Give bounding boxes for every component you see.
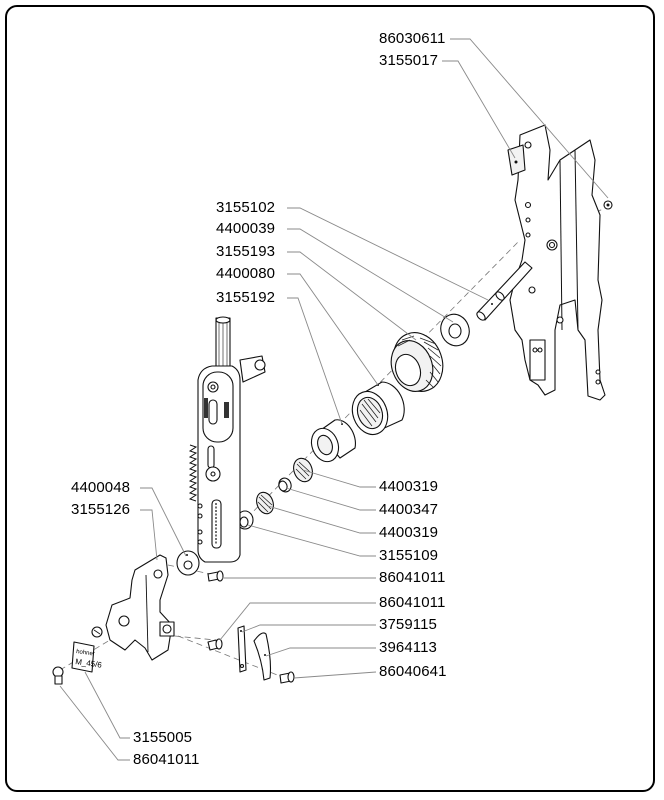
part-bearing-3155193 [390,332,444,392]
part-washer-4400048 [176,550,200,576]
label-4400048: 4400048 [71,479,131,496]
label-4400319-a: 4400319 [379,478,439,495]
label-4400039: 4400039 [216,220,276,237]
part-screw-86040641 [279,671,295,684]
label-3155192: 3155192 [216,289,276,306]
label-3759115: 3759115 [379,616,437,633]
label-4400080: 4400080 [216,265,276,282]
part-sleeve-4400080 [351,381,405,436]
leader-lines [59,38,609,761]
part-screw-86041011-b [207,638,223,651]
part-plate-3759115 [237,625,247,673]
part-nameplate-3155005: hohner M_45/6 [71,641,103,673]
part-lever-arm [188,316,266,563]
label-4400319-b: 4400319 [379,524,439,541]
diagram-frame [5,5,655,792]
label-3155109: 3155109 [379,547,439,564]
label-3155126: 3155126 [71,501,131,518]
label-3155102: 3155102 [216,199,276,216]
label-4400347: 4400347 [379,501,439,518]
label-3155193: 3155193 [216,243,276,260]
part-bracket-3155126 [91,554,175,661]
part-spacer-4400347 [278,477,292,493]
part-needle-cage-4400319-b [256,491,274,515]
label-86041011-c: 86041011 [133,751,200,768]
part-bushing-3155192 [310,419,356,463]
nameplate-model: M_45/6 [75,657,103,670]
part-washer-4400039 [440,313,470,347]
label-86040641: 86040641 [379,663,447,680]
part-screw-86041011-a [207,570,224,582]
label-86041011-b: 86041011 [379,594,446,611]
part-spring-3964113 [253,632,272,681]
label-3155005: 3155005 [133,729,193,746]
part-shaft-3155102 [476,261,533,321]
label-86030611: 86030611 [379,30,446,47]
label-86041011-a: 86041011 [379,569,446,586]
label-3155017: 3155017 [379,52,439,69]
part-main-frame [507,124,606,401]
nameplate-brand: hohner [76,649,95,658]
part-screw-86030611 [603,200,613,210]
part-screw-86041011-c [52,666,64,685]
label-3964113: 3964113 [379,639,437,656]
